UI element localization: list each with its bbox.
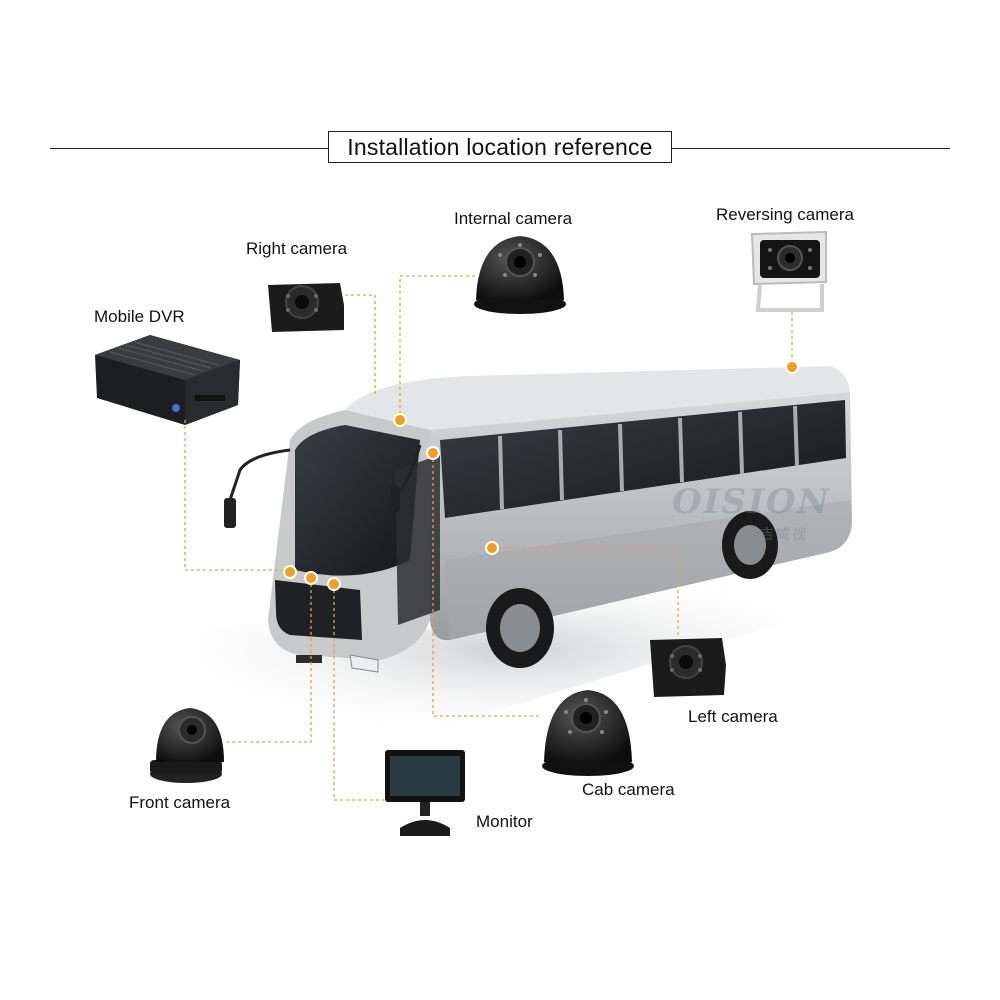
cab-camera-device bbox=[542, 690, 634, 776]
title-rule-left bbox=[50, 148, 328, 149]
brand-watermark: OISION bbox=[672, 482, 831, 522]
label-monitor: Monitor bbox=[476, 812, 533, 831]
monitor-device bbox=[385, 750, 465, 836]
hotspot-mobile-dvr bbox=[283, 565, 297, 579]
hotspot-monitor bbox=[327, 577, 341, 591]
label-right-camera: Right camera bbox=[246, 239, 348, 258]
label-internal-camera: Internal camera bbox=[454, 209, 573, 228]
bus-windshield bbox=[295, 425, 420, 576]
hotspot-cab-camera bbox=[426, 446, 440, 460]
mobile-dvr-device bbox=[95, 335, 240, 425]
label-mobile-dvr: Mobile DVR bbox=[94, 307, 185, 326]
bus-roof bbox=[345, 366, 850, 430]
diagram-title: Installation location reference bbox=[328, 131, 672, 163]
label-cab-camera: Cab camera bbox=[582, 780, 675, 799]
front-camera-device bbox=[150, 708, 224, 783]
bus-wheels bbox=[486, 511, 778, 668]
hotspot-front-camera bbox=[304, 571, 318, 585]
bus-illustration bbox=[224, 366, 852, 673]
leader-lines bbox=[184, 275, 793, 801]
hotspot-internal-camera bbox=[393, 413, 407, 427]
internal-camera-device bbox=[474, 236, 566, 314]
label-left-camera: Left camera bbox=[688, 707, 778, 726]
bus-front-grille bbox=[275, 580, 362, 640]
hotspot-reversing-camera bbox=[785, 360, 799, 374]
label-reversing-camera: Reversing camera bbox=[716, 205, 854, 224]
bus-side-windows bbox=[440, 400, 846, 518]
hotspot-markers bbox=[283, 360, 799, 591]
right-camera-device bbox=[268, 283, 344, 332]
window-pillars bbox=[498, 405, 799, 510]
left-camera-device bbox=[650, 638, 726, 697]
brand-watermark-sub: 吉威视 bbox=[760, 526, 808, 542]
hotspot-left-camera bbox=[485, 541, 499, 555]
bus-door bbox=[395, 455, 440, 625]
label-front-camera: Front camera bbox=[129, 793, 231, 812]
title-rule-right bbox=[672, 148, 950, 149]
reversing-camera-device bbox=[750, 230, 827, 312]
diagram-title-text: Installation location reference bbox=[347, 133, 653, 160]
